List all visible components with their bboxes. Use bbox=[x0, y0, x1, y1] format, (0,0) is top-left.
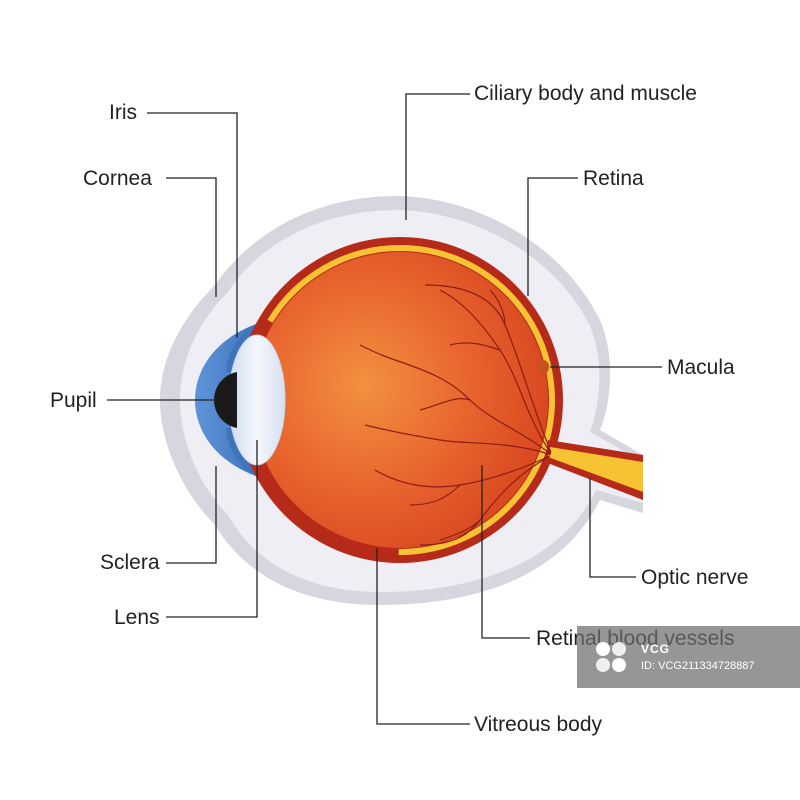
cornea-leader bbox=[166, 177, 217, 297]
lens-leader bbox=[166, 440, 258, 618]
label-retina: Retina bbox=[583, 167, 644, 190]
label-macula: Macula bbox=[667, 356, 735, 379]
label-optic-nerve: Optic nerve bbox=[641, 566, 749, 589]
retina-layer bbox=[245, 245, 555, 555]
retinal-vessels-leader bbox=[481, 465, 530, 639]
label-lens: Lens bbox=[114, 606, 160, 629]
ciliary-leader bbox=[405, 93, 470, 220]
leader-lines bbox=[107, 93, 662, 725]
iris-leader bbox=[147, 112, 238, 338]
pupil-shape bbox=[214, 372, 237, 428]
retinal-blood-vessels bbox=[359, 284, 553, 546]
label-cornea: Cornea bbox=[83, 167, 152, 190]
label-iris: Iris bbox=[109, 101, 137, 124]
vcg-logo-icon bbox=[596, 642, 626, 672]
watermark-id: ID: VCG211334728887 bbox=[641, 660, 755, 672]
sclera-leader bbox=[166, 466, 217, 564]
optic-nerve-leader bbox=[589, 478, 636, 578]
retina-leader bbox=[527, 177, 578, 296]
optic-nerve-core bbox=[548, 447, 643, 492]
label-sclera: Sclera bbox=[100, 551, 160, 574]
label-ciliary-body: Ciliary body and muscle bbox=[474, 82, 697, 105]
vitreous-leader bbox=[376, 548, 470, 725]
watermark-brand: VCG bbox=[641, 642, 671, 656]
macula-spot bbox=[537, 360, 549, 374]
label-pupil: Pupil bbox=[50, 389, 97, 412]
label-vitreous-body: Vitreous body bbox=[474, 713, 603, 736]
vitreous-body-shape bbox=[252, 252, 548, 548]
watermark: VCG ID: VCG211334728887 bbox=[577, 626, 800, 688]
